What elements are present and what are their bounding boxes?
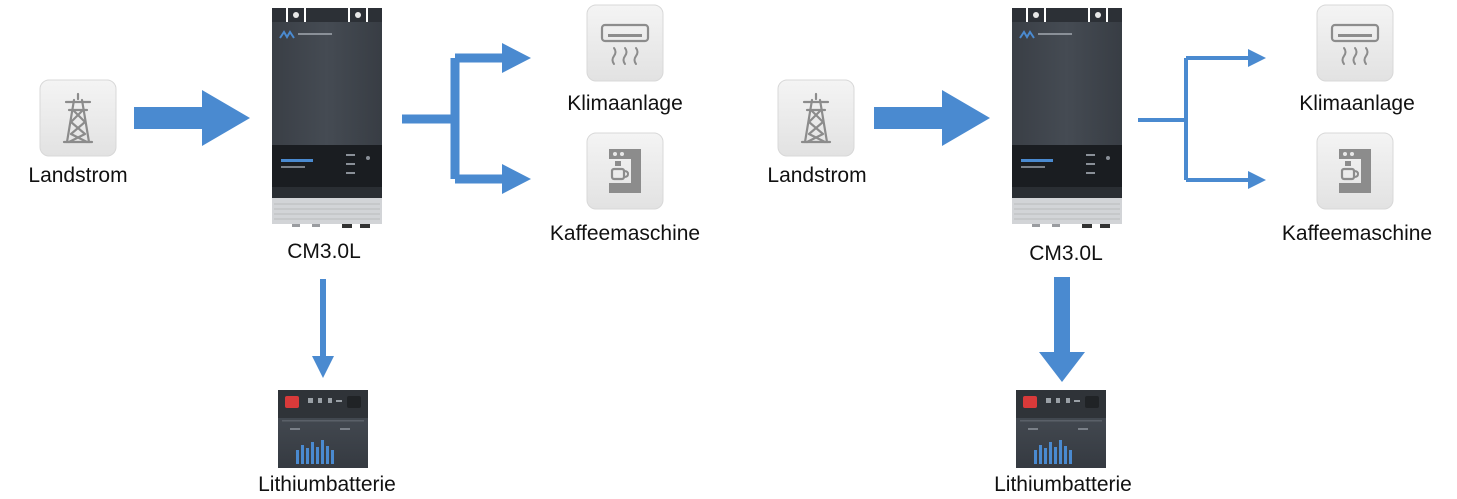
lithium-battery-device — [278, 390, 368, 468]
source-label: Landstrom — [767, 164, 866, 187]
panel-2: Landstrom CM3.0L Klimaanlage Kaffeemasch… — [767, 3, 1432, 496]
power-pylon-icon — [776, 78, 856, 158]
panel-1: Landstrom CM3.0L Klimaanlage Kaffeemasch… — [28, 3, 700, 496]
coffee-machine-icon — [1315, 131, 1395, 211]
inverter-device — [271, 7, 383, 229]
load-label-kaffeemaschine: Kaffeemaschine — [1282, 222, 1432, 245]
air-conditioner-icon — [585, 3, 665, 83]
arrow-source-to-inverter — [134, 90, 250, 146]
arrow-inverter-to-loads — [402, 43, 531, 194]
power-pylon-icon — [38, 78, 118, 158]
load-label-klimaanlage: Klimaanlage — [567, 92, 683, 115]
air-conditioner-icon — [1315, 3, 1395, 83]
arrow-source-to-inverter — [874, 90, 990, 146]
arrow-inverter-to-battery — [1039, 277, 1085, 382]
battery-label: Lithiumbatterie — [258, 473, 396, 496]
battery-label: Lithiumbatterie — [994, 473, 1132, 496]
coffee-machine-icon — [585, 131, 665, 211]
arrow-inverter-to-battery — [312, 279, 334, 378]
arrow-inverter-to-loads — [1138, 49, 1266, 189]
load-label-kaffeemaschine: Kaffeemaschine — [550, 222, 700, 245]
inverter-label: CM3.0L — [1029, 242, 1103, 265]
source-label: Landstrom — [28, 164, 127, 187]
inverter-device — [1011, 7, 1123, 229]
load-label-klimaanlage: Klimaanlage — [1299, 92, 1415, 115]
lithium-battery-device — [1016, 390, 1106, 468]
inverter-label: CM3.0L — [287, 240, 361, 263]
